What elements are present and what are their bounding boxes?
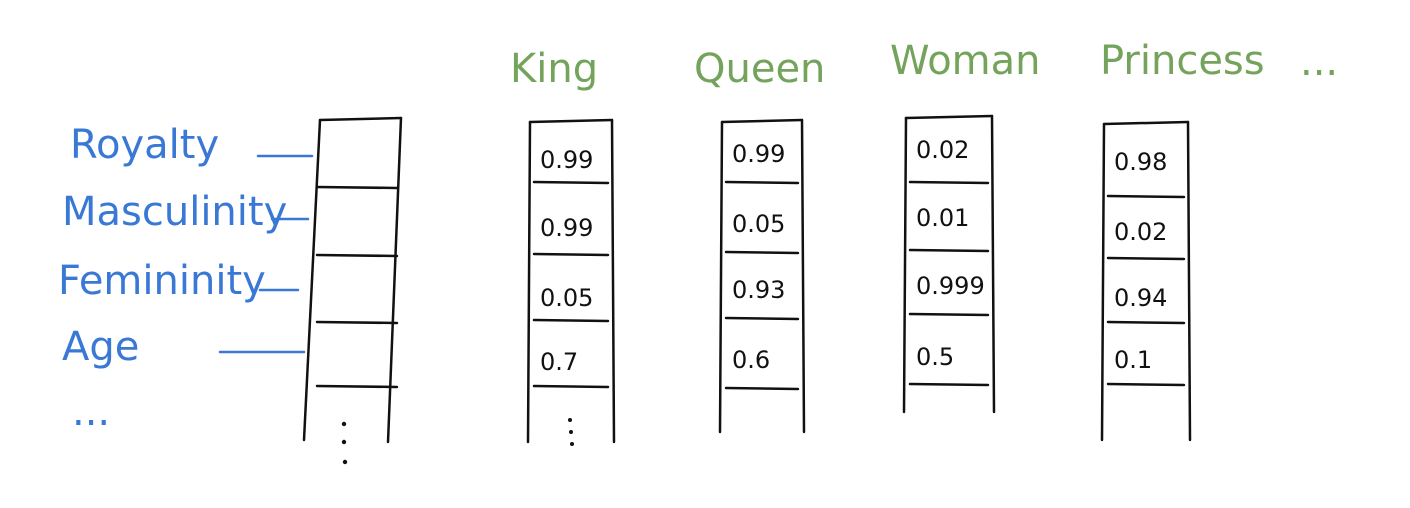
vector-cell-value: 0.999 (916, 272, 985, 300)
vector-left-edge (902, 116, 908, 414)
template-vector-right-edge (386, 116, 403, 444)
vector-top (720, 118, 804, 124)
word-vectors: King 0.99 0.99 0.05 0.7 Queen 0.99 0.05 0.93 0.6 W… (510, 38, 1265, 446)
vector-cell-value: 0.01 (916, 204, 969, 232)
vector-right-edge (800, 118, 806, 434)
vector-cell-value: 0.1 (1114, 346, 1152, 374)
feature-label-royalty: Royalty (70, 122, 219, 168)
word-vector-princess: Princess 0.98 0.02 0.94 0.1 (1100, 38, 1265, 442)
vector-cell-divider (724, 180, 800, 185)
vector-cell-divider (532, 318, 610, 323)
vector-cell-divider (908, 312, 990, 317)
vector-cell-divider (532, 252, 610, 257)
vector-cell-divider (908, 248, 990, 253)
word-label-woman: Woman (890, 38, 1041, 84)
vector-cell-divider (724, 316, 800, 321)
features-ellipsis: ... (72, 389, 110, 435)
vector-left-edge (1100, 122, 1106, 442)
words-ellipsis: ... (1300, 39, 1338, 85)
word-vector-king: King 0.99 0.99 0.05 0.7 (510, 46, 616, 446)
template-vector-left-edge (302, 118, 322, 442)
vector-top (904, 114, 994, 120)
vector-cell-value: 0.99 (540, 214, 593, 242)
template-vector-divider (315, 320, 399, 325)
vector-top (1102, 120, 1190, 126)
feature-label-femininity: Femininity (58, 258, 266, 304)
template-vector-divider (315, 384, 399, 389)
vector-cell-divider (1106, 382, 1186, 387)
vector-continuation-dot (568, 418, 572, 422)
vector-cell-divider (908, 382, 990, 387)
vector-cell-value: 0.5 (916, 343, 954, 371)
word-vector-woman: Woman 0.02 0.01 0.999 0.5 (890, 38, 1041, 414)
vector-cell-value: 0.7 (540, 348, 578, 376)
feature-label-masculinity: Masculinity (62, 189, 287, 235)
vector-cell-divider (1106, 256, 1186, 261)
vector-continuation-dot (570, 442, 574, 446)
vector-continuation-dot (569, 430, 573, 434)
vector-cell-divider (908, 180, 990, 185)
template-vector-divider (315, 185, 399, 190)
vector-cell-divider (724, 250, 800, 255)
vector-right-edge (1186, 120, 1192, 442)
vector-cell-value: 0.99 (540, 146, 593, 174)
vector-right-edge (610, 118, 616, 444)
vector-top (528, 118, 614, 124)
vector-cell-value: 0.05 (732, 210, 785, 238)
word-label-princess: Princess (1100, 38, 1265, 84)
vector-cell-value: 0.05 (540, 284, 593, 312)
vector-cell-value: 0.99 (732, 140, 785, 168)
vector-cell-divider (532, 180, 610, 185)
vector-cell-divider (532, 384, 610, 389)
vector-cell-divider (724, 386, 800, 391)
template-vector (302, 116, 403, 465)
vector-cell-value: 0.98 (1114, 148, 1167, 176)
template-vector-divider (315, 253, 399, 258)
vector-cell-divider (1106, 320, 1186, 325)
vector-cell-divider (1106, 194, 1186, 199)
vector-right-edge (990, 114, 996, 414)
vector-cell-value: 0.94 (1114, 284, 1167, 312)
vector-left-edge (718, 120, 724, 434)
vector-cell-value: 0.93 (732, 276, 785, 304)
vector-cell-value: 0.02 (1114, 218, 1167, 246)
template-vector-continuation-dot (342, 459, 348, 465)
feature-label-age: Age (62, 324, 139, 370)
word-label-queen: Queen (694, 46, 825, 92)
vector-left-edge (526, 120, 532, 444)
template-vector-continuation-dot (341, 439, 347, 445)
template-vector-continuation-dot (341, 421, 347, 427)
word-vector-queen: Queen 0.99 0.05 0.93 0.6 (694, 46, 825, 434)
vector-cell-value: 0.02 (916, 136, 969, 164)
vector-cell-value: 0.6 (732, 346, 770, 374)
template-vector-top (318, 116, 403, 122)
word-label-king: King (510, 46, 598, 92)
